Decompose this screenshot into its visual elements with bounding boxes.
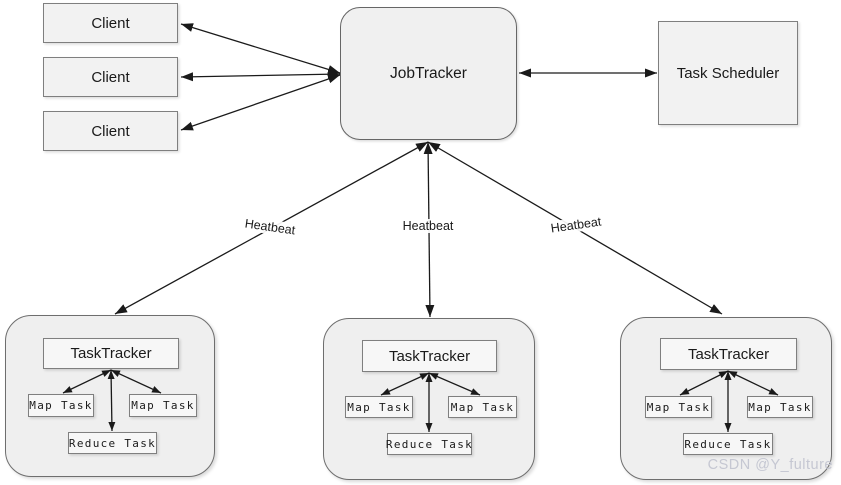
map-task-box: Map Task — [129, 394, 197, 417]
tasktracker-box-2: TaskTracker — [362, 340, 497, 372]
map-task-box: Map Task — [28, 394, 94, 417]
heartbeat-label-2: Heatbeat — [399, 219, 457, 233]
map-task-box: Map Task — [645, 396, 712, 418]
map-task-box: Map Task — [448, 396, 517, 418]
map-task-box: Map Task — [747, 396, 813, 418]
client-box-3: Client — [43, 111, 178, 151]
reduce-task-box: Reduce Task — [683, 433, 773, 455]
heartbeat-label-1: Heatbeat — [240, 216, 300, 238]
tasktracker-box-3: TaskTracker — [660, 338, 797, 370]
client-box-2: Client — [43, 57, 178, 97]
map-task-box: Map Task — [345, 396, 413, 418]
task-scheduler-box: Task Scheduler — [658, 21, 798, 125]
tasktracker-box-1: TaskTracker — [43, 338, 179, 369]
reduce-task-box: Reduce Task — [68, 432, 157, 454]
csdn-watermark: CSDN @Y_fulture — [707, 457, 833, 473]
client-box-1: Client — [43, 3, 178, 43]
reduce-task-box: Reduce Task — [386, 433, 472, 455]
heartbeat-label-3: Heatbeat — [546, 214, 606, 236]
jobtracker-box: JobTracker — [340, 7, 517, 140]
